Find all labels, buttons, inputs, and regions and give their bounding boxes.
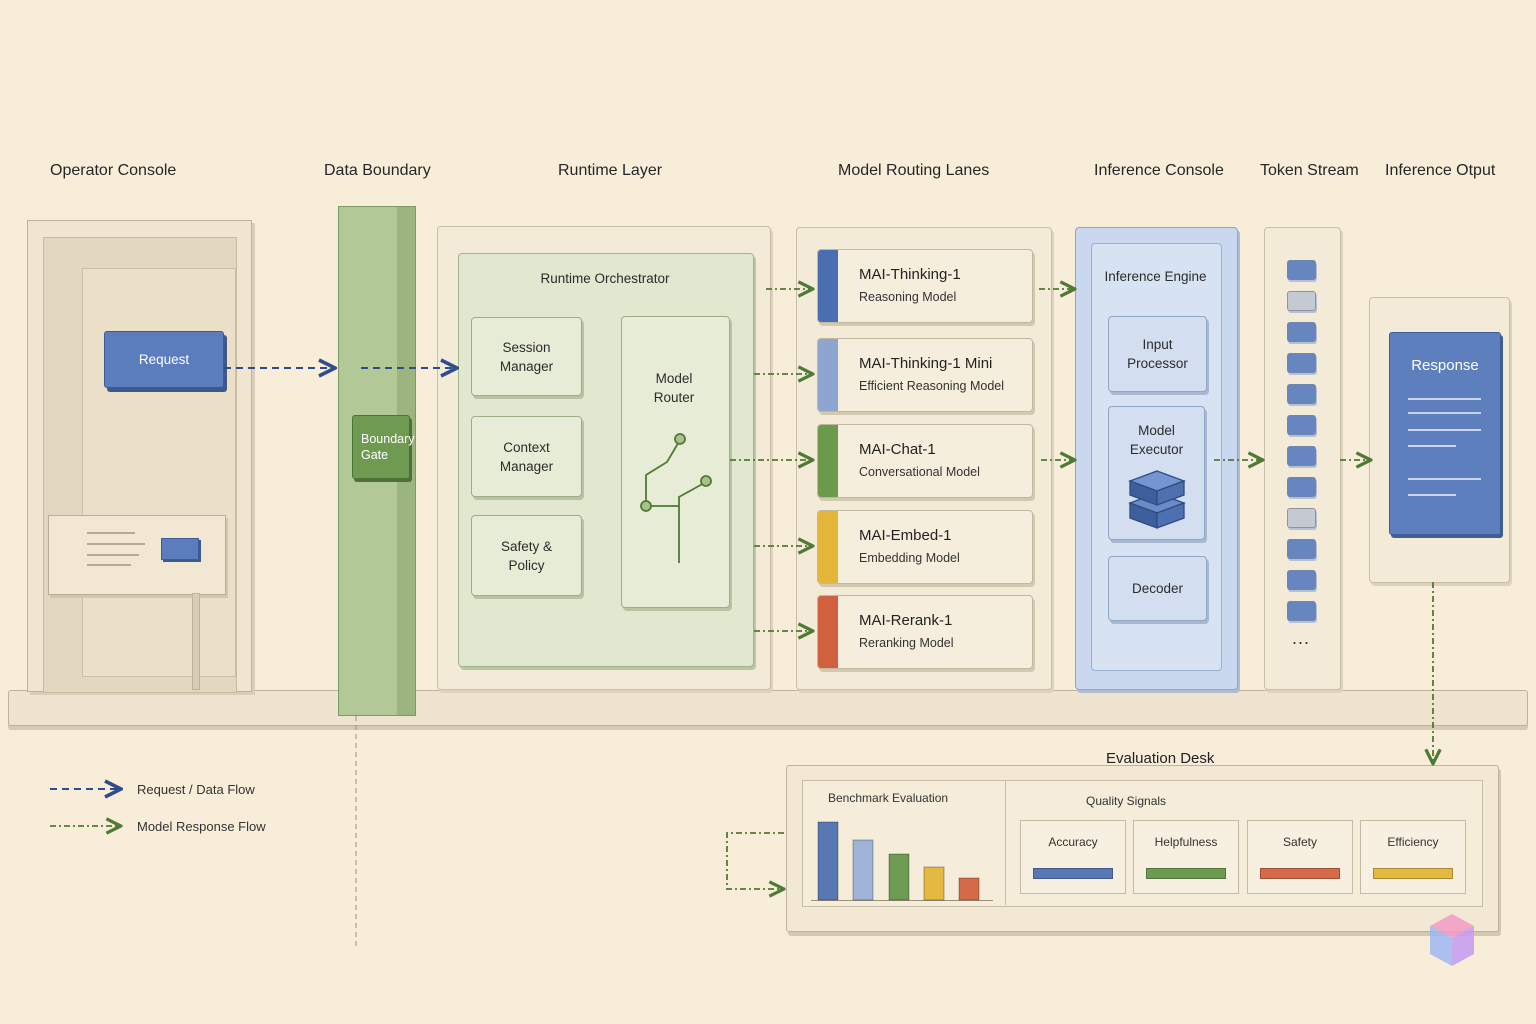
signal-accuracy[interactable]: Accuracy: [1020, 820, 1126, 894]
lane-color-stripe: [818, 511, 838, 583]
benchmark-title: Benchmark Evaluation: [828, 791, 949, 805]
column-title-inference-output: Inference Otput: [1385, 162, 1496, 179]
lane-color-stripe: [818, 596, 838, 668]
token-block: [1287, 570, 1316, 590]
response-text-line: [1408, 412, 1481, 414]
response-text-line: [1408, 478, 1481, 480]
model-router-label: Model Router: [653, 371, 695, 405]
column-title-token-stream: Token Stream: [1260, 162, 1359, 179]
context-manager-card[interactable]: Context Manager: [471, 416, 582, 497]
boundary-gate-label: Boundary Gate: [361, 432, 415, 462]
lane-model-type: Embedding Model: [859, 551, 960, 565]
logo-cube-icon: [1428, 912, 1476, 968]
token-block: [1287, 291, 1316, 311]
signal-safety[interactable]: Safety: [1247, 820, 1353, 894]
legend-response-flow-label: Model Response Flow: [137, 819, 266, 834]
lane-model-name: MAI-Chat-1: [859, 441, 936, 458]
token-block: [1287, 353, 1316, 373]
lane-model-name: MAI-Thinking-1 Mini: [859, 355, 993, 372]
desk-text-line: [87, 532, 135, 534]
evaluation-desk-title: Evaluation Desk: [1106, 750, 1215, 767]
response-text-line: [1408, 398, 1481, 400]
token-block: [1287, 539, 1316, 559]
signal-helpfulness[interactable]: Helpfulness: [1133, 820, 1239, 894]
lane-model-type: Efficient Reasoning Model: [859, 379, 1004, 393]
input-processor-label: Input Processor: [1127, 337, 1188, 371]
inference-engine-title: Inference Engine: [1104, 269, 1207, 284]
signal-bar: [1033, 868, 1113, 879]
token-block: [1287, 601, 1316, 621]
signal-label: Safety: [1282, 835, 1318, 849]
column-title-runtime-layer: Runtime Layer: [558, 162, 663, 179]
quality-signals-title: Quality Signals: [1086, 794, 1167, 808]
input-processor-card[interactable]: Input Processor: [1108, 316, 1207, 392]
token-block: [1287, 477, 1316, 497]
lane-color-stripe: [818, 339, 838, 411]
booth-back-wall: [82, 268, 236, 677]
benchmark-baseline: [811, 900, 993, 901]
response-label: Response: [1411, 357, 1479, 374]
token-block: [1287, 446, 1316, 466]
token-block: [1287, 508, 1316, 528]
column-title-inference-console: Inference Console: [1094, 162, 1224, 179]
evaluation-divider: [1005, 780, 1006, 905]
token-block: [1287, 322, 1316, 342]
signal-bar: [1373, 868, 1453, 879]
operator-console-booth: [27, 220, 252, 693]
column-title-operator-console: Operator Console: [50, 162, 177, 179]
desk-leg: [192, 593, 200, 690]
response-text-line: [1408, 429, 1481, 431]
signal-efficiency[interactable]: Efficiency: [1360, 820, 1466, 894]
lane-model-type: Reasoning Model: [859, 290, 957, 304]
request-button[interactable]: Request: [104, 331, 224, 388]
safety-policy-label: Safety & Policy: [500, 538, 553, 573]
signal-label: Accuracy: [1048, 835, 1098, 849]
response-card[interactable]: Response: [1389, 332, 1501, 535]
response-text-line: [1408, 494, 1456, 496]
column-title-model-routing-lanes: Model Routing Lanes: [838, 162, 990, 179]
token-ellipsis: ...: [1291, 628, 1310, 648]
token-block: [1287, 415, 1316, 435]
request-label: Request: [138, 352, 190, 367]
token-block: [1287, 384, 1316, 404]
context-manager-label: Context Manager: [499, 439, 554, 474]
lane-model-type: Conversational Model: [859, 465, 980, 479]
desk-mini-button[interactable]: [161, 538, 199, 560]
lane-model-name: MAI-Thinking-1: [859, 266, 961, 283]
response-text-line: [1408, 445, 1456, 447]
desk-text-line: [87, 564, 131, 566]
decoder-label: Decoder: [1131, 581, 1184, 596]
lane-color-stripe: [818, 250, 838, 322]
base-shelf: [8, 690, 1528, 726]
lane-model-name: MAI-Embed-1: [859, 527, 952, 544]
desk-text-line: [87, 554, 139, 556]
column-title-data-boundary: Data Boundary: [324, 162, 431, 179]
safety-policy-card[interactable]: Safety & Policy: [471, 515, 582, 596]
model-executor-label: Model Executor: [1129, 423, 1184, 457]
runtime-orchestrator-title: Runtime Orchestrator: [540, 271, 670, 286]
session-manager-card[interactable]: Session Manager: [471, 317, 582, 396]
signal-bar: [1146, 868, 1226, 879]
signal-label: Efficiency: [1387, 835, 1439, 849]
token-block: [1287, 260, 1316, 280]
legend-request-flow-label: Request / Data Flow: [137, 782, 255, 797]
signal-label: Helpfulness: [1154, 835, 1218, 849]
decoder-card[interactable]: Decoder: [1108, 556, 1207, 621]
signal-bar: [1260, 868, 1340, 879]
session-manager-label: Session Manager: [499, 339, 554, 374]
console-desk: [48, 515, 226, 595]
lane-color-stripe: [818, 425, 838, 497]
model-router-card[interactable]: [621, 316, 730, 608]
boundary-gate-sign[interactable]: Boundary Gate: [352, 415, 415, 479]
model-executor-card[interactable]: Model Executor: [1108, 406, 1205, 540]
lane-model-type: Reranking Model: [859, 636, 954, 650]
lane-model-name: MAI-Rerank-1: [859, 612, 953, 629]
desk-text-line: [87, 543, 145, 545]
